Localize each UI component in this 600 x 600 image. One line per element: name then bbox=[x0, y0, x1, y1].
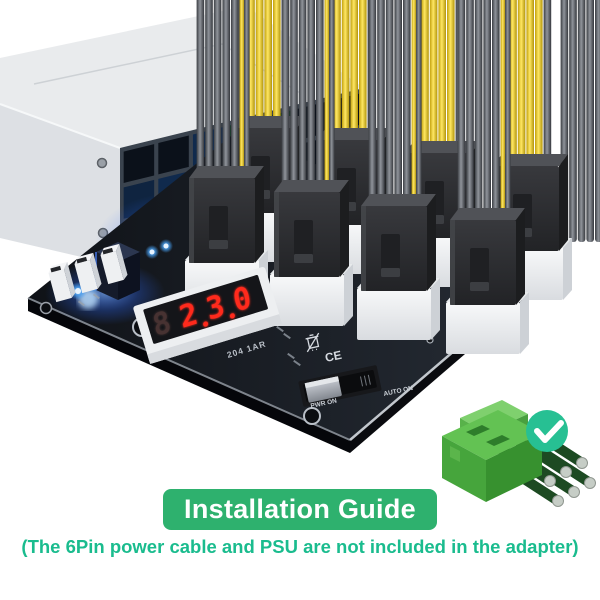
decimal-point bbox=[203, 321, 209, 327]
pin-tips bbox=[544, 457, 596, 507]
weee-crossed-bin-icon bbox=[305, 332, 320, 353]
mounting-hole bbox=[39, 301, 53, 315]
installation-guide-banner: Installation Guide bbox=[163, 489, 437, 530]
six-pin-port bbox=[270, 180, 353, 326]
power-switch bbox=[298, 365, 382, 407]
mounting-hole bbox=[303, 407, 321, 425]
check-circle-icon bbox=[526, 410, 568, 452]
ce-mark: CE bbox=[324, 348, 343, 365]
banner-label: Installation Guide bbox=[184, 494, 416, 524]
voltage-display: 8 2 3 0 bbox=[133, 266, 283, 364]
six-pin-port bbox=[357, 194, 440, 340]
six-pin-port bbox=[446, 208, 529, 354]
psu-front-panel bbox=[0, 104, 120, 266]
green-6pin-connector-icon bbox=[442, 400, 596, 507]
decimal-point bbox=[229, 313, 235, 319]
psu-screw bbox=[96, 157, 108, 169]
disclaimer-text: (The 6Pin power cable and PSU are not in… bbox=[21, 536, 579, 557]
